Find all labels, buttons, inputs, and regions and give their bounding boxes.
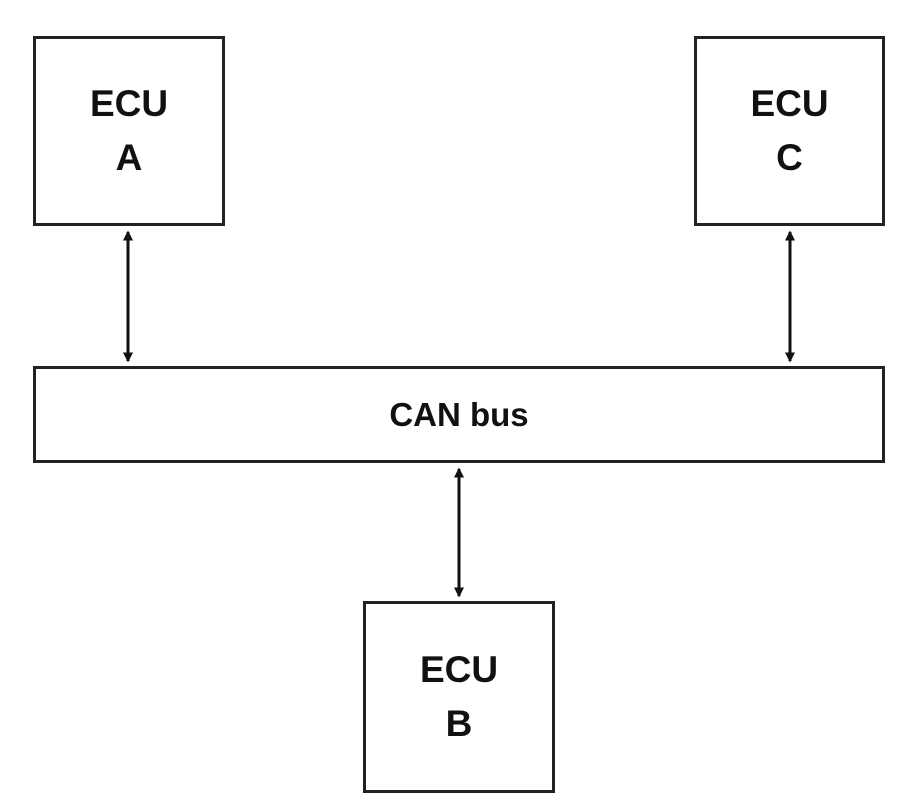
can-bus-label: CAN bus [389,395,529,433]
can-bus-box: CAN bus [33,366,885,463]
ecu-a-box: ECU A [33,36,225,226]
ecu-c-label-line1: ECU [750,83,829,125]
ecu-a-label-line1: ECU [89,83,169,125]
ecu-b-box: ECU B [363,601,555,793]
ecu-c-box: ECU C [694,36,885,226]
ecu-a-label-line2: A [115,137,143,178]
ecu-b-label-line1: ECU [419,649,499,691]
ecu-b-label-line2: B [445,703,473,744]
ecu-c-label-line2: C [776,137,803,178]
